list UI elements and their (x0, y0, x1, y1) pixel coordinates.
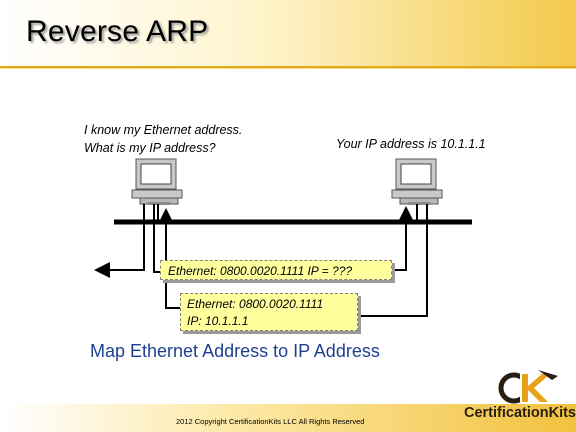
slide-subtitle: Map Ethernet Address to IP Address (90, 341, 380, 361)
right-computer-icon (391, 158, 443, 205)
rarp-reply-box: Ethernet: 0800.0020.1111 IP: 10.1.1.1 (180, 293, 358, 331)
left-caption-line-1: I know my Ethernet address. (84, 123, 243, 137)
request-arrow-left (94, 204, 145, 278)
left-host-caption: I know my Ethernet address. What is my I… (84, 121, 242, 157)
reply-ip-line: IP: 10.1.1.1 (187, 314, 249, 328)
reply-arrow-left-host (158, 208, 180, 309)
rarp-request-box: Ethernet: 0800.0020.1111 IP = ??? (160, 260, 392, 280)
left-computer-icon (131, 158, 183, 205)
right-host-caption: Your IP address is 10.1.1.1 (336, 137, 486, 151)
request-arrow-right (392, 206, 414, 271)
slide-title: Reverse ARP (26, 15, 209, 48)
reply-ethernet-line: Ethernet: 0800.0020.1111 (187, 297, 324, 311)
left-caption-line-2: What is my IP address? (84, 141, 216, 155)
header-rule (0, 66, 576, 68)
certificationkits-logo-icon: K (498, 370, 558, 404)
reply-from-server (358, 204, 428, 317)
copyright-text: 2012 Copyright CertificationKits LLC All… (176, 417, 365, 426)
request-to-box (153, 204, 160, 273)
header-band (0, 0, 576, 66)
footer-band (0, 404, 576, 432)
header-rule-highlight (0, 68, 576, 69)
logo-wordmark: CertificationKits (464, 405, 576, 421)
